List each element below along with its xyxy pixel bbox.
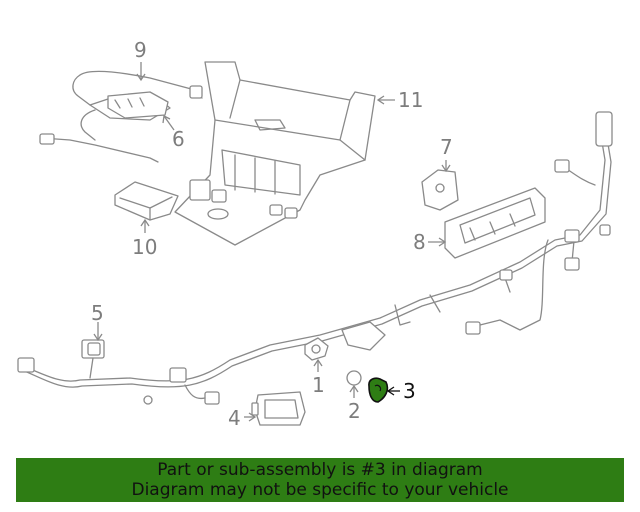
module-part-8 bbox=[444, 187, 546, 259]
callout-10: 10 bbox=[132, 235, 157, 259]
sensor-part-1 bbox=[304, 337, 329, 361]
callout-2: 2 bbox=[348, 399, 361, 423]
connector-part-5 bbox=[87, 342, 101, 356]
leader-lines bbox=[93, 62, 451, 422]
callout-4: 4 bbox=[228, 406, 241, 430]
callout-5: 5 bbox=[91, 301, 104, 325]
callout-7: 7 bbox=[440, 135, 453, 159]
callout-3: 3 bbox=[403, 379, 416, 403]
callout-1: 1 bbox=[312, 373, 325, 397]
parts-diagram: 9 6 11 7 8 10 5 1 2 3 4 bbox=[17, 38, 613, 430]
bracket-part-11 bbox=[174, 61, 376, 246]
clip-part-3 bbox=[368, 377, 389, 403]
module-part-4 bbox=[251, 391, 306, 426]
part-info-banner: Part or sub-assembly is #3 in diagram Di… bbox=[16, 458, 624, 502]
plug-part-2 bbox=[346, 370, 362, 386]
callout-9: 9 bbox=[134, 38, 147, 62]
main-harness bbox=[17, 111, 613, 405]
banner-line-2: Diagram may not be specific to your vehi… bbox=[131, 480, 509, 500]
banner-line-1: Part or sub-assembly is #3 in diagram bbox=[157, 460, 483, 480]
module-part-10 bbox=[114, 181, 179, 221]
callout-6: 6 bbox=[172, 127, 185, 151]
bracket-part-7 bbox=[421, 169, 459, 211]
callout-11: 11 bbox=[398, 88, 423, 112]
connector-part-6 bbox=[107, 91, 169, 119]
callout-8: 8 bbox=[413, 230, 426, 254]
